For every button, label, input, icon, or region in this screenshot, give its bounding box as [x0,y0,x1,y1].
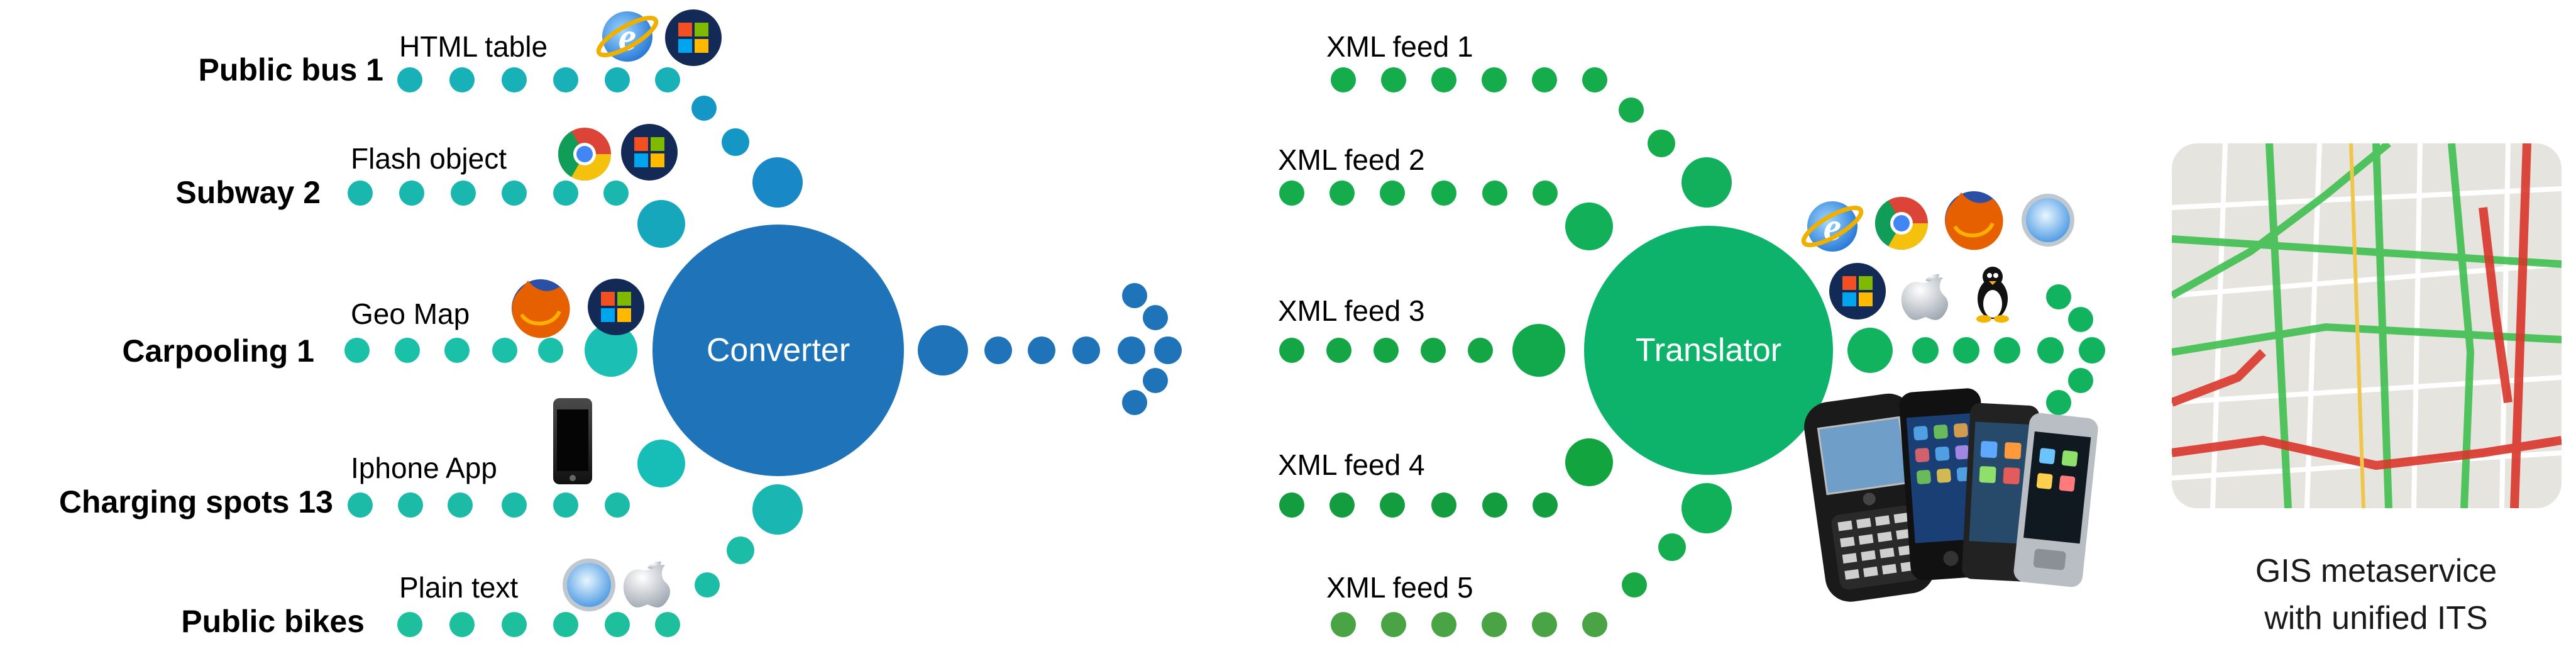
translator-label: Translator [1636,332,1781,369]
windows-icon [665,9,722,66]
apple-icon [1901,274,1948,320]
windows-icon [1829,263,1886,320]
source-labels: Public bus 1 Subway 2 Carpooling 1 Charg… [59,52,383,639]
feed-dots-2 [1279,181,1613,250]
feed-label-4: XML feed 4 [1278,448,1425,481]
source-label-subway: Subway 2 [175,175,321,210]
iphone-icon [553,398,592,484]
feed-label-1: XML feed 1 [1326,30,1473,63]
format-label-geo-map: Geo Map [351,297,470,330]
internet-explorer-icon: e [1801,201,1864,252]
feed-label-3: XML feed 3 [1278,294,1425,327]
feed-dots-5 [1331,483,1732,637]
converter-hub [652,225,904,476]
feed-label-5: XML feed 5 [1326,571,1473,604]
source-dots-public-bikes [397,484,803,637]
format-label-iphone-app: Iphone App [351,452,497,484]
feed-dots-4 [1279,438,1613,518]
feed-labels: XML feed 1 XML feed 2 XML feed 3 XML fee… [1278,30,1473,604]
apple-icon [623,561,670,608]
chrome-icon [1874,197,1928,250]
translator-arrow [1847,284,2105,415]
gis-caption-line1: GIS metaservice [2255,553,2497,589]
safari-icon [563,559,615,611]
windows-icon [621,124,678,181]
firefox-icon [1945,191,2003,250]
feed-dots-1 [1331,67,1732,208]
gis-caption-line2: with unified ITS [2264,600,2488,637]
source-label-charging-spots: Charging spots 13 [59,484,333,520]
converter-arrow [918,283,1182,415]
mobile-phones-icon [1804,388,2098,602]
safari-icon [2022,194,2074,247]
source-dots-subway [348,181,685,248]
format-label-flash-object: Flash object [351,142,507,175]
firefox-icon [512,279,570,338]
source-label-public-bus: Public bus 1 [198,52,383,87]
source-dots-charging-spots [348,440,685,518]
source-label-carpooling: Carpooling 1 [122,333,314,369]
source-label-public-bikes: Public bikes [181,604,365,639]
feed-label-2: XML feed 2 [1278,143,1425,176]
converter-label: Converter [707,332,850,369]
format-label-html-table: HTML table [399,30,548,63]
source-dots-public-bus [397,67,803,208]
format-label-plain-text: Plain text [399,571,518,604]
translator-hub [1584,226,1833,475]
source-dots-carpooling [344,324,637,377]
client-icons: e [1801,191,2098,602]
gis-map [2172,143,2562,508]
format-labels: HTML table Flash object Geo Map Iphone A… [351,30,548,604]
linux-icon [1976,267,2009,323]
chrome-icon [558,128,611,181]
windows-icon [588,279,644,335]
feed-dots-3 [1279,324,1565,377]
internet-explorer-icon: e [596,11,659,62]
